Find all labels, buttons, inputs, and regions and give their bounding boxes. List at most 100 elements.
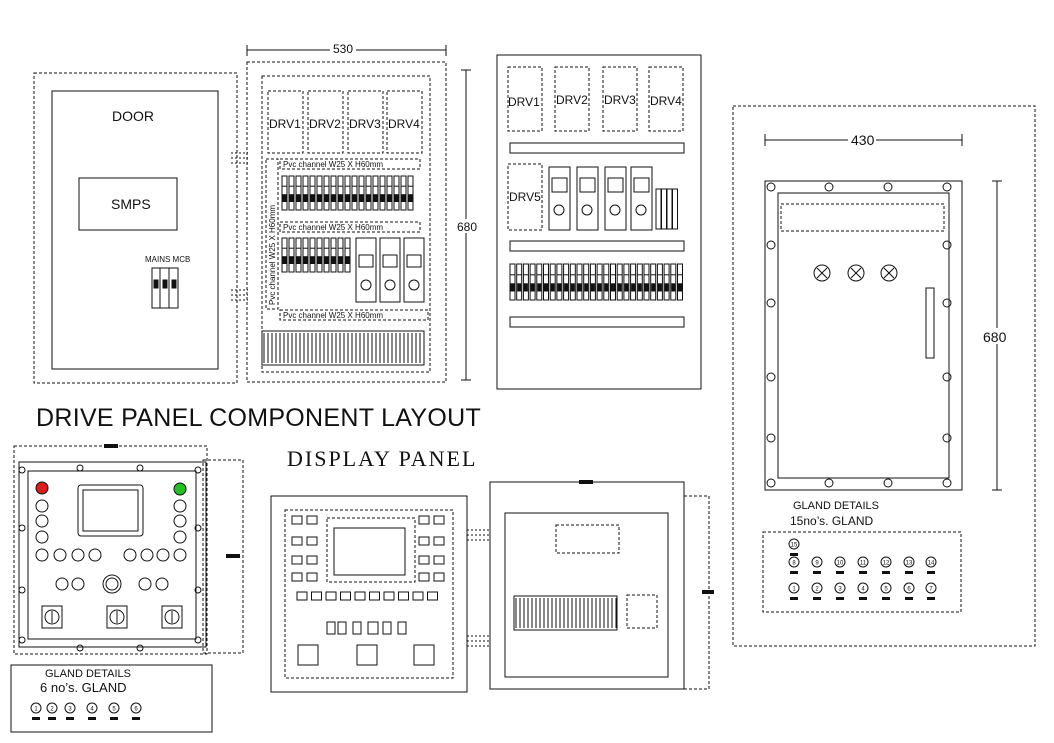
relay [630,166,653,231]
gland-number: 10 [837,561,844,567]
terminal-mark [282,256,287,265]
terminal-mark [678,283,682,292]
terminal [536,263,543,301]
selector-switch [106,605,128,629]
drv3-box [347,90,384,154]
channel-label-2: Pvc channel W25 X H60mm [283,223,383,232]
drv1-box [267,90,304,154]
relay-body [551,177,568,193]
terminal [543,263,549,301]
selector-knob [44,609,60,625]
key [291,515,303,525]
mounting-hole [942,372,952,382]
gland-mark [132,717,140,720]
terminal [330,175,337,211]
terminal-mark [352,194,357,202]
lamp-cross [816,267,828,279]
gland-mark [790,553,798,556]
terminal [302,175,309,211]
terminal [650,263,657,301]
terminal [337,237,344,273]
small-key [382,621,392,635]
terminal-mark [380,194,385,202]
red-indicator [35,481,49,495]
layout-height-dim: 680 [457,220,477,234]
layout-width-dim: 530 [333,42,353,56]
selector-knob [164,609,180,625]
enclosure-gland-count: 15no’s. GLAND [790,514,873,528]
push-button [173,548,187,562]
terminal-mark [577,283,582,292]
terminal-mark [570,283,575,292]
key [418,555,430,565]
terminal-mark [597,283,602,292]
relay-coil [635,204,647,216]
door-hole [194,524,202,532]
gland-mark [813,597,821,600]
relay-body [358,254,374,268]
key [291,536,303,546]
door-hole [136,644,144,652]
terminal [643,263,650,301]
push-button [35,548,49,562]
terminal-mark [671,283,676,292]
key [418,572,430,582]
gland [925,582,937,594]
relay [403,237,425,303]
key [306,536,318,546]
gland-mark [790,571,798,574]
terminal [583,263,590,301]
push-button [71,577,85,591]
enclosure-width-dim: 430 [851,132,875,148]
terminal [358,175,365,211]
terminal [281,237,288,273]
channel-label-1: Pvc channel W25 X H60mm [283,160,383,169]
gland-number: 8 [792,561,796,567]
relay-body [633,177,650,193]
smps-label: SMPS [111,196,151,212]
gland [857,556,869,568]
mcb-pole [661,188,667,230]
terminal-mark [324,256,329,265]
detail-drv3: DRV3 [604,93,636,107]
terminal [516,263,523,301]
terminal-mark [624,283,629,292]
terminal-mark [331,256,336,265]
terminal [344,175,351,211]
terminal-mark [310,256,315,265]
function-key [340,591,351,601]
mounting-hole [766,240,776,250]
terminal-mark [387,194,392,202]
mounting-hole [942,478,952,488]
key [306,515,318,525]
terminal-mark [296,194,301,202]
gland [880,582,892,594]
relay [379,237,401,303]
gland-mark [859,571,867,574]
enclosure-gland-title: GLAND DETAILS [793,500,879,512]
gland [64,702,76,714]
terminal [295,175,302,211]
gland-mark [88,717,96,720]
terminal [323,175,330,211]
door-hole [76,644,84,652]
gland-number: 6 [907,587,911,593]
terminal [372,175,379,211]
terminal [400,175,407,211]
function-key [354,591,366,601]
terminal [656,263,663,301]
lamp-cross [883,267,895,279]
terminal-mark [359,194,364,202]
gland-number: 13 [906,561,913,567]
display-panel-title: DISPLAY PANEL [287,446,478,471]
terminal [563,263,570,301]
terminal [295,237,302,273]
mounting-hole [883,182,893,192]
layout-view: 530 680 DRV1 DRV2 DRV3 DRV4 Pvc channel … [246,42,478,383]
push-button [173,514,187,528]
gland [811,556,823,568]
mcb-pole [666,188,673,230]
